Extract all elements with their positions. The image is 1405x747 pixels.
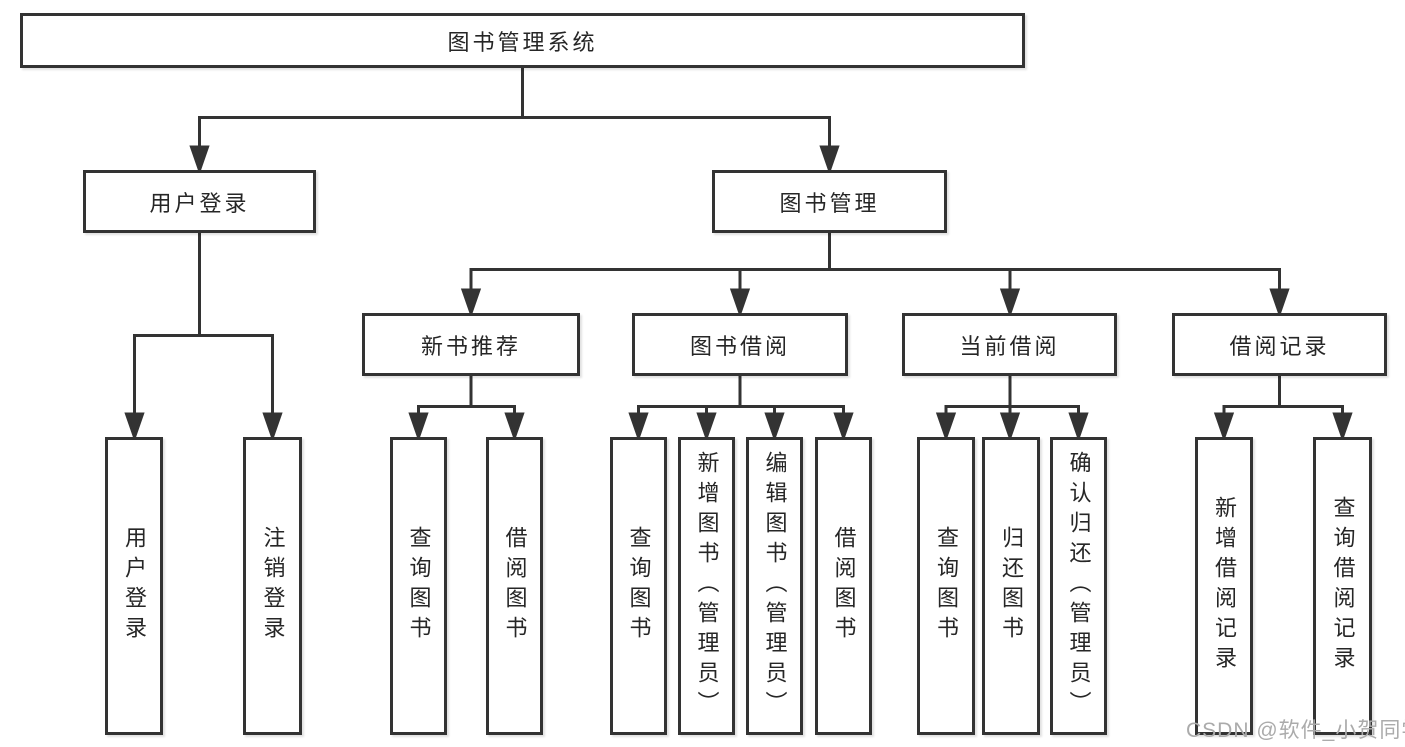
leaf-label: 查询图书 [934, 526, 959, 646]
csdn-watermark: CSDN @软件_小贺同学 [1186, 719, 1405, 742]
arrowhead-icon [460, 288, 482, 318]
node-borrow-records: 借阅记录 [1172, 313, 1387, 376]
leaf-borrow-books: 借阅图书 [486, 437, 543, 735]
leaf-add-borrow-record: 新增借阅记录 [1195, 437, 1253, 735]
node-user-login: 用户登录 [83, 170, 316, 233]
leaf-query-books: 查询图书 [390, 437, 447, 735]
connector-management-branch [460, 233, 1290, 318]
arrowhead-icon [1269, 288, 1290, 318]
arrowhead-icon [408, 412, 429, 442]
arrowhead-icon [1332, 412, 1353, 442]
arrowhead-icon [999, 288, 1021, 318]
arrowhead-icon [124, 412, 145, 442]
leaf-edit-books-admin: 编辑图书（管理员） [746, 437, 803, 735]
leaf-query-borrow-record: 查询借阅记录 [1313, 437, 1372, 735]
leaf-user-login: 用户登录 [105, 437, 163, 735]
connector-root-to-level2 [189, 68, 840, 175]
arrowhead-icon [819, 145, 840, 175]
connector-current-branch [935, 376, 1089, 442]
leaf-label: 归还图书 [999, 526, 1024, 646]
leaf-label: 注销登录 [260, 526, 286, 646]
arrowhead-icon [833, 412, 854, 442]
node-new-book-recommend: 新书推荐 [362, 313, 580, 376]
arrowhead-icon [628, 412, 649, 442]
leaf-label: 借阅图书 [831, 526, 857, 646]
connector-records-branch [1213, 376, 1353, 442]
leaf-label: 用户登录 [122, 526, 147, 646]
arrowhead-icon [1213, 412, 1235, 442]
connector-recommend-branch [408, 376, 525, 442]
leaf-label: 编辑图书（管理员） [762, 451, 788, 721]
arrowhead-icon [729, 288, 751, 318]
leaf-query-books: 查询图书 [610, 437, 667, 735]
leaf-label: 查询图书 [406, 526, 432, 646]
arrowhead-icon [189, 145, 210, 175]
leaf-label: 新增图书（管理员） [694, 451, 720, 721]
node-book-borrow: 图书借阅 [632, 313, 848, 376]
leaf-query-books: 查询图书 [917, 437, 975, 735]
leaf-label: 借阅图书 [502, 526, 528, 646]
arrowhead-icon [999, 412, 1021, 442]
leaf-label: 确认归还（管理员） [1066, 451, 1092, 721]
leaf-label: 查询借阅记录 [1330, 496, 1356, 676]
leaf-logout: 注销登录 [243, 437, 302, 735]
leaf-borrow-books: 借阅图书 [815, 437, 872, 735]
leaf-add-books-admin: 新增图书（管理员） [678, 437, 735, 735]
node-current-borrow: 当前借阅 [902, 313, 1117, 376]
arrowhead-icon [696, 412, 717, 442]
arrowhead-icon [935, 412, 957, 442]
leaf-confirm-return-admin: 确认归还（管理员） [1050, 437, 1107, 735]
leaf-label: 查询图书 [626, 526, 652, 646]
arrowhead-icon [262, 412, 283, 442]
connector-login-branch [124, 233, 283, 442]
arrowhead-icon [764, 412, 785, 442]
node-root-system: 图书管理系统 [20, 13, 1025, 68]
leaf-label: 新增借阅记录 [1212, 496, 1237, 676]
connector-borrow-branch [628, 376, 854, 442]
leaf-return-books: 归还图书 [982, 437, 1040, 735]
arrowhead-icon [504, 412, 525, 442]
arrowhead-icon [1068, 412, 1089, 442]
node-book-management: 图书管理 [712, 170, 947, 233]
